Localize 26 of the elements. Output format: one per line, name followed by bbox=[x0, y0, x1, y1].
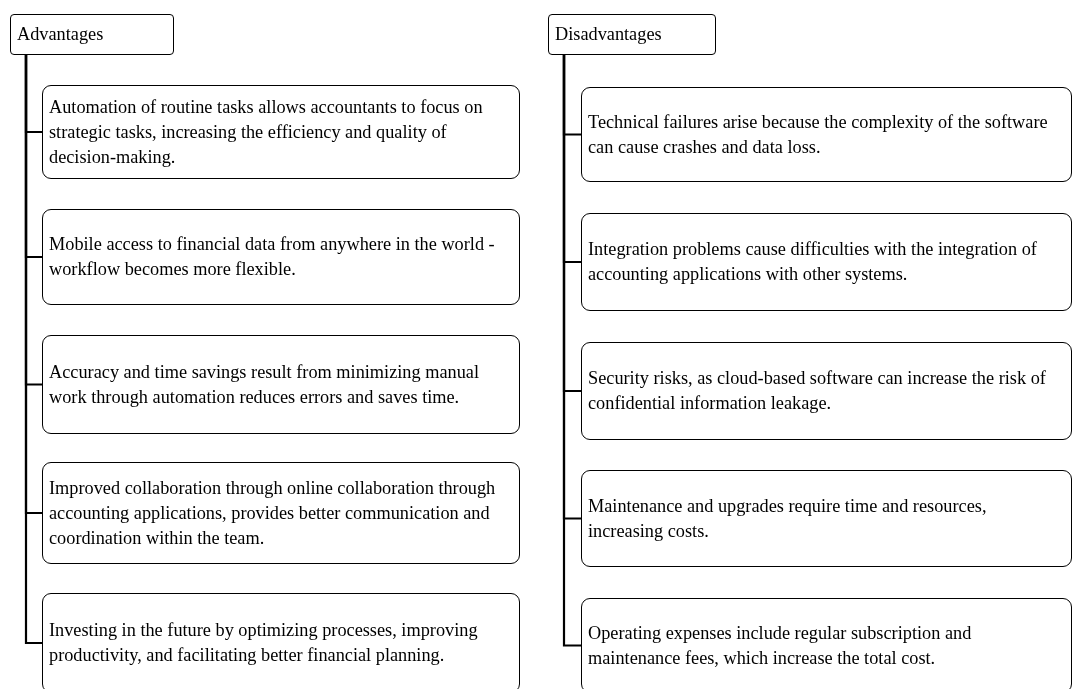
heading-text: Disadvantages bbox=[555, 23, 662, 46]
item-text: Security risks, as cloud-based software can increase the risk of confidential information leakage. bbox=[588, 367, 1047, 415]
item-box bbox=[42, 335, 520, 434]
item-box bbox=[581, 598, 1072, 689]
item-box bbox=[581, 213, 1072, 311]
header-box bbox=[548, 14, 716, 55]
item-text: Investing in the future by optimizing processes, improving productivity, and facilitating better financial planning. bbox=[49, 619, 479, 667]
item-text: Automation of routine tasks allows accountants to focus on strategic tasks, increasing the efficiency and quality of decision-making. bbox=[49, 95, 484, 169]
item-text: Mobile access to financial data from anywhere in the world - workflow becomes more flexible. bbox=[49, 233, 496, 281]
item-text: Maintenance and upgrades require time and resources, increasing costs. bbox=[588, 494, 988, 543]
item-text: Accuracy and time savings result from minimizing manual work through automation reduces errors and saves time. bbox=[49, 360, 480, 409]
header-box bbox=[10, 14, 174, 55]
item-text: Operating expenses include regular subscription and maintenance fees, which increase the total cost. bbox=[588, 621, 973, 670]
item-box bbox=[42, 209, 520, 305]
item-box bbox=[581, 342, 1072, 440]
item-box bbox=[42, 462, 520, 564]
item-text: Improved collaboration through online collaboration through accounting applications, provides better communication and coordination within the team. bbox=[49, 476, 497, 550]
item-box bbox=[42, 593, 520, 689]
item-text: Technical failures arise because the complexity of the software can cause crashes and data loss. bbox=[588, 110, 1049, 159]
item-text: Integration problems cause difficulties with the integration of accounting applications with other systems. bbox=[588, 238, 1038, 286]
heading-text: Advantages bbox=[17, 23, 104, 46]
connector-line bbox=[24, 55, 42, 645]
item-box bbox=[42, 85, 520, 179]
connector-line bbox=[562, 55, 581, 647]
item-box bbox=[581, 470, 1072, 567]
item-box bbox=[581, 87, 1072, 182]
